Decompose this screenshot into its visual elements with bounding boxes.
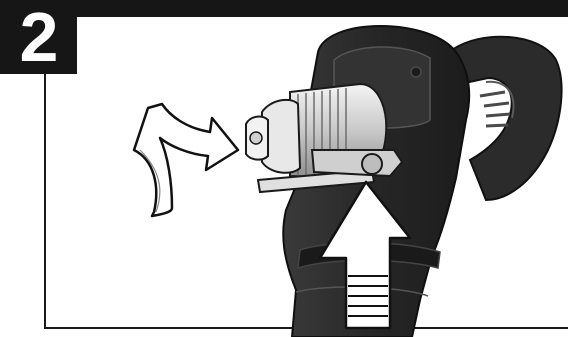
drill-handle (452, 37, 562, 200)
curved-arrow-icon (134, 104, 238, 216)
